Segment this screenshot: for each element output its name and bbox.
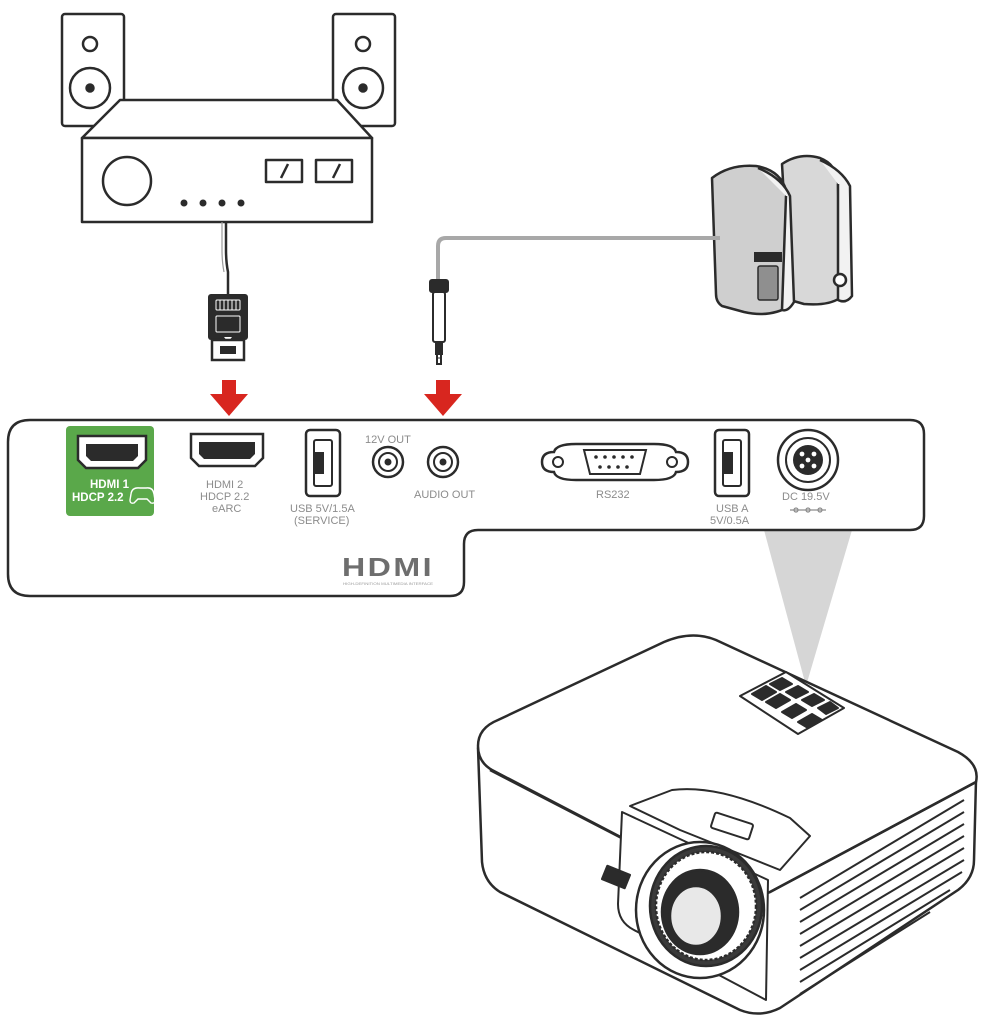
hdmi-cable bbox=[208, 222, 248, 362]
audio-out-label: AUDIO OUT bbox=[414, 489, 475, 501]
arrow-down-icon bbox=[210, 380, 248, 416]
hdmi-logo: HDMI HIGH-DEFINITION MULTIMEDIA INTERFAC… bbox=[342, 552, 434, 586]
hdmi1-label-line2: HDCP 2.2 bbox=[72, 492, 124, 504]
hdmi2-label-line1: HDMI 2 bbox=[206, 479, 243, 491]
hdmi2-label-line2: HDCP 2.2 bbox=[200, 491, 249, 503]
hdmi-logo-text: HDMI bbox=[342, 552, 434, 582]
receiver-front bbox=[80, 136, 374, 224]
arrow-down-icon bbox=[424, 380, 462, 416]
dc-power-port[interactable]: DC 19.5V bbox=[776, 428, 840, 513]
projector-lens bbox=[634, 840, 766, 980]
projector-ir-sensor bbox=[601, 864, 631, 890]
gamepad-icon bbox=[129, 487, 156, 504]
usb-a-port[interactable]: USB A 5V/0.5A bbox=[710, 428, 751, 527]
hdmi-plug-housing bbox=[208, 294, 248, 340]
hdmi1-label-line1: HDMI 1 bbox=[90, 479, 130, 491]
audio-jack-plug-icon bbox=[429, 279, 449, 365]
usb-service-label-line2: (SERVICE) bbox=[294, 515, 349, 527]
receiver-top bbox=[80, 98, 374, 140]
rs232-port[interactable]: RS232 bbox=[540, 442, 690, 501]
usb-service-label-line1: USB 5V/1.5A bbox=[290, 503, 355, 515]
dc-label: DC 19.5V bbox=[782, 491, 830, 503]
receiver-meters-icon bbox=[264, 158, 354, 184]
speaker-right-icon bbox=[331, 12, 397, 128]
audio-out-port[interactable]: AUDIO OUT bbox=[414, 445, 475, 501]
receiver-volume-knob-icon bbox=[101, 155, 153, 207]
usb-a-label-line1: USB A bbox=[716, 503, 749, 515]
projector-illustration bbox=[476, 634, 978, 1015]
dc-12v-out-port[interactable]: 12V OUT bbox=[365, 434, 411, 479]
rs232-label: RS232 bbox=[596, 489, 630, 501]
out-12v-label: 12V OUT bbox=[365, 434, 411, 446]
av-receiver-illustration bbox=[60, 12, 397, 224]
audio-cable bbox=[436, 236, 720, 282]
speaker-left-icon bbox=[60, 12, 126, 128]
usb-service-port[interactable]: USB 5V/1.5A (SERVICE) bbox=[290, 428, 355, 527]
projection-beam bbox=[764, 530, 852, 686]
usb-a-label-line2: 5V/0.5A bbox=[710, 515, 750, 527]
hdmi-logo-tagline: HIGH-DEFINITION MULTIMEDIA INTERFACE bbox=[343, 582, 434, 586]
projector-keypad bbox=[739, 671, 845, 735]
hdmi2-label-line3: eARC bbox=[212, 503, 241, 515]
projector-vents bbox=[799, 799, 965, 995]
receiver-buttons bbox=[180, 199, 245, 207]
pc-speakers-illustration bbox=[710, 154, 854, 316]
hdmi2-port[interactable]: HDMI 2 HDCP 2.2 eARC bbox=[189, 432, 265, 515]
hdmi1-port[interactable]: HDMI 1 HDCP 2.2 bbox=[66, 426, 156, 516]
dc-polarity-icon bbox=[790, 507, 826, 513]
